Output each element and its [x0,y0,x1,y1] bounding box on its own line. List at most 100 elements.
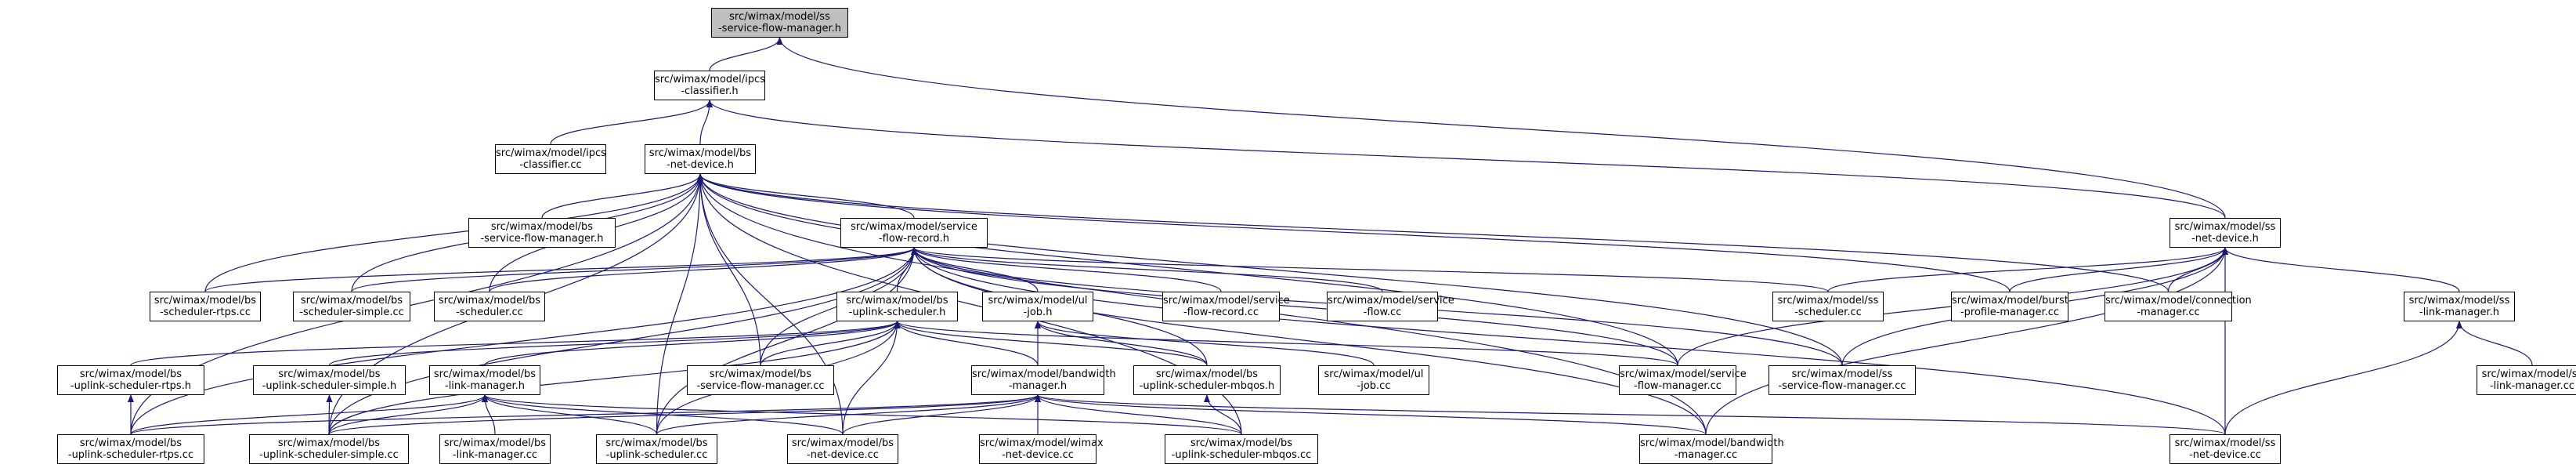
file-node-bs-sfm-cc[interactable]: src/wimax/model/bs-service-flow-manager.… [687,365,834,395]
file-node-label-line: -profile-manager.cc [1960,307,2060,318]
file-node-wimax-netdev-cc[interactable]: src/wimax/model/wimax-net-device.cc [979,434,1104,464]
include-edge-bs-netdev-cc-to-bw-h [842,394,1041,435]
file-node-label-line: src/wimax/model/bs [443,437,547,449]
include-edge-bs-sched-cc-to-sfr-h [489,247,917,292]
file-node-label-line: src/wimax/model/bs [278,368,381,380]
file-node-ul-simple-h[interactable]: src/wimax/model/bs-uplink-scheduler-simp… [253,365,406,395]
file-node-bs-sched-rtps-cc[interactable]: src/wimax/model/bs-scheduler-rtps.cc [150,292,261,321]
include-edge-bs-netdev-cc-to-bs-ul-sched-h [842,321,901,435]
file-node-label-line: -link-manager.h [445,380,525,392]
include-edge-ss-netdev-cc-to-sfr-h [911,247,2226,435]
include-edge-ul-rtps-h-to-bs-ul-sched-h [130,321,901,366]
include-edge-bs-netdev-h-to-ipcs-h [699,100,713,145]
file-node-bs-netdev-cc[interactable]: src/wimax/model/bs-net-device.cc [787,434,898,464]
file-node-ul-simple-cc[interactable]: src/wimax/model/bs-uplink-scheduler-simp… [249,434,409,464]
file-node-ul-sched-cc[interactable]: src/wimax/model/bs-uplink-scheduler.cc [596,434,717,464]
include-edge-bs-netdev-cc-to-bs-lm-h [482,394,844,435]
include-edge-bs-sched-simple-cc-to-sfr-h [351,247,917,292]
file-node-ss-sched-cc[interactable]: src/wimax/model/ss-scheduler.cc [1772,292,1884,321]
file-node-label-line: -classifier.cc [519,159,582,171]
include-edge-ul-sched-cc-to-bs-netdev-h [656,173,703,435]
include-edge-ss-lm-h-to-ss-netdev-h [2222,247,2460,292]
file-node-label-line: src/wimax/model/ss [2408,295,2510,307]
file-node-label-line: -service-flow-manager.h [717,23,842,34]
include-edge-bs-sched-rtps-cc-to-bs-netdev-h [204,173,703,292]
file-node-ul-rtps-h[interactable]: src/wimax/model/bs-uplink-scheduler-rtps… [57,365,204,395]
file-node-bs-lm-cc[interactable]: src/wimax/model/bs-link-manager.cc [439,434,551,464]
file-node-bs-lm-h[interactable]: src/wimax/model/bs-link-manager.h [429,365,540,395]
file-node-ul-job-h[interactable]: src/wimax/model/ul-job.h [982,292,1093,321]
focus-file-node: src/wimax/model/ss-service-flow-manager.… [711,8,848,38]
include-edge-bw-h-to-bs-ul-sched-h [894,321,1039,366]
file-node-label-line: -uplink-scheduler-rtps.h [70,380,192,392]
file-node-ipcs-h[interactable]: src/wimax/model/ipcs-classifier.h [654,71,765,100]
file-node-ss-netdev-cc[interactable]: src/wimax/model/ss-net-device.cc [2170,434,2281,464]
include-edge-ul-mbqos-cc-to-bs-lm-h [482,394,1242,435]
file-node-bw-cc[interactable]: src/wimax/model/bandwidth-manager.cc [1639,434,1784,464]
include-edge-ss-netdev-h-to-ipcs-h [706,100,2226,219]
file-node-ss-sfm-cc[interactable]: src/wimax/model/ss-service-flow-manager.… [1769,365,1916,395]
file-node-sfm-cc[interactable]: src/wimax/model/service-flow-manager.cc [1619,365,1747,395]
file-node-label-line: src/wimax/model/ss [729,11,830,23]
file-node-sfr-cc[interactable]: src/wimax/model/service-flow-record.cc [1162,292,1290,321]
file-node-label-line: src/wimax/model/bs [438,295,541,307]
include-edge-burst-cc-to-bs-netdev-h [697,173,2011,292]
file-node-sfr-h[interactable]: src/wimax/model/service-flow-record.h [840,218,988,248]
file-node-ul-rtps-cc[interactable]: src/wimax/model/bs-uplink-scheduler-rtps… [57,434,204,464]
file-node-label-line: src/wimax/model/bandwidth [1640,437,1784,449]
file-node-label-line: -manager.h [1008,380,1068,392]
file-node-label-line: -uplink-scheduler.cc [605,449,708,461]
include-edge-ul-sched-cc-to-bw-h [656,394,1041,435]
file-node-sf-cc[interactable]: src/wimax/model/service-flow.cc [1327,292,1454,321]
file-node-bs-sched-cc[interactable]: src/wimax/model/bs-scheduler.cc [434,292,545,321]
include-edge-ipcs-cc-to-ipcs-h [550,100,713,145]
file-node-ipcs-cc[interactable]: src/wimax/model/ipcs-classifier.cc [495,144,606,174]
file-node-ul-mbqos-h[interactable]: src/wimax/model/bs-uplink-scheduler-mbqo… [1133,365,1281,395]
include-edge-ul-simple-cc-to-ul-simple-h [326,394,333,435]
include-edge-ul-job-cc-to-ul-job-h [1035,321,1375,366]
file-node-label-line: -net-device.cc [1002,449,1074,461]
file-node-label-line: src/wimax/model/wimax [980,437,1104,449]
file-node-label-line: -uplink-scheduler-simple.h [262,380,397,392]
file-node-label-line: -classifier.h [681,85,739,97]
file-node-ss-netdev-h[interactable]: src/wimax/model/ss-net-device.h [2170,218,2281,248]
file-node-label-line: src/wimax/model/bs [846,295,948,307]
file-node-label-line: src/wimax/model/bs [79,437,182,449]
include-edge-ul-simple-cc-to-sfr-h [328,247,917,435]
include-edge-bs-netdev-cc-to-bs-netdev-h [697,173,844,435]
include-edge-bs-sfm-cc-to-bs-netdev-h [697,173,761,366]
file-node-bs-sched-simple-cc[interactable]: src/wimax/model/bs-scheduler-simple.cc [293,292,410,321]
include-edge-ss-netdev-h-to-root [776,37,2226,219]
include-edge-ul-rtps-cc-to-bw-h [130,394,1041,435]
file-node-label-line: src/wimax/model/bs [1190,437,1293,449]
file-node-conn-cc[interactable]: src/wimax/model/connection-manager.cc [2105,292,2252,321]
file-node-ul-job-cc[interactable]: src/wimax/model/ul-job.cc [1318,365,1429,395]
include-edge-bs-sfm-cc-to-bs-ul-sched-h [760,321,901,366]
include-edge-ul-mbqos-h-to-ul-job-h [1035,321,1208,366]
include-edge-ul-simple-h-to-bs-ul-sched-h [328,321,901,366]
include-edge-sfr-h-to-bs-netdev-h [697,173,915,219]
include-edge-ul-simple-cc-to-bs-lm-h [328,394,488,435]
file-node-label-line: -link-manager.cc [452,449,538,461]
file-node-bs-netdev-h[interactable]: src/wimax/model/bs-net-device.h [645,144,756,174]
file-node-label-line: src/wimax/model/ss [2481,368,2576,380]
file-node-label-line: src/wimax/model/bandwidth [972,368,1116,380]
file-node-bw-h[interactable]: src/wimax/model/bandwidth-manager.h [971,365,1116,395]
file-node-label-line: -scheduler-simple.cc [299,307,404,318]
file-node-ss-lm-h[interactable]: src/wimax/model/ss-link-manager.h [2404,292,2515,321]
file-node-ul-mbqos-cc[interactable]: src/wimax/model/bs-uplink-scheduler-mbqo… [1165,434,1318,464]
file-node-burst-cc[interactable]: src/wimax/model/burst-profile-manager.cc [1951,292,2068,321]
file-node-label-line: src/wimax/model/ipcs [655,74,765,85]
file-node-label-line: -flow-record.cc [1183,307,1259,318]
file-node-bs-sfm-h[interactable]: src/wimax/model/bs-service-flow-manager.… [468,218,616,248]
file-node-bs-ul-sched-h[interactable]: src/wimax/model/bs-uplink-scheduler.h [836,292,958,321]
include-edge-ss-sched-cc-to-ss-netdev-h [1827,247,2228,292]
file-node-ss-lm-cc[interactable]: src/wimax/model/ss-link-manager.cc [2477,365,2576,395]
file-node-label-line: -link-manager.h [2419,307,2499,318]
file-node-label-line: -net-device.h [667,159,734,171]
include-edge-sfm-cc-to-bs-netdev-h [697,173,1678,366]
file-node-label-line: src/wimax/model/bs [79,368,182,380]
file-node-label-line: src/wimax/model/ss [2174,437,2276,449]
file-node-label-line: src/wimax/model/bs [649,147,752,159]
include-edge-bs-sched-rtps-cc-to-sfr-h [204,247,917,292]
